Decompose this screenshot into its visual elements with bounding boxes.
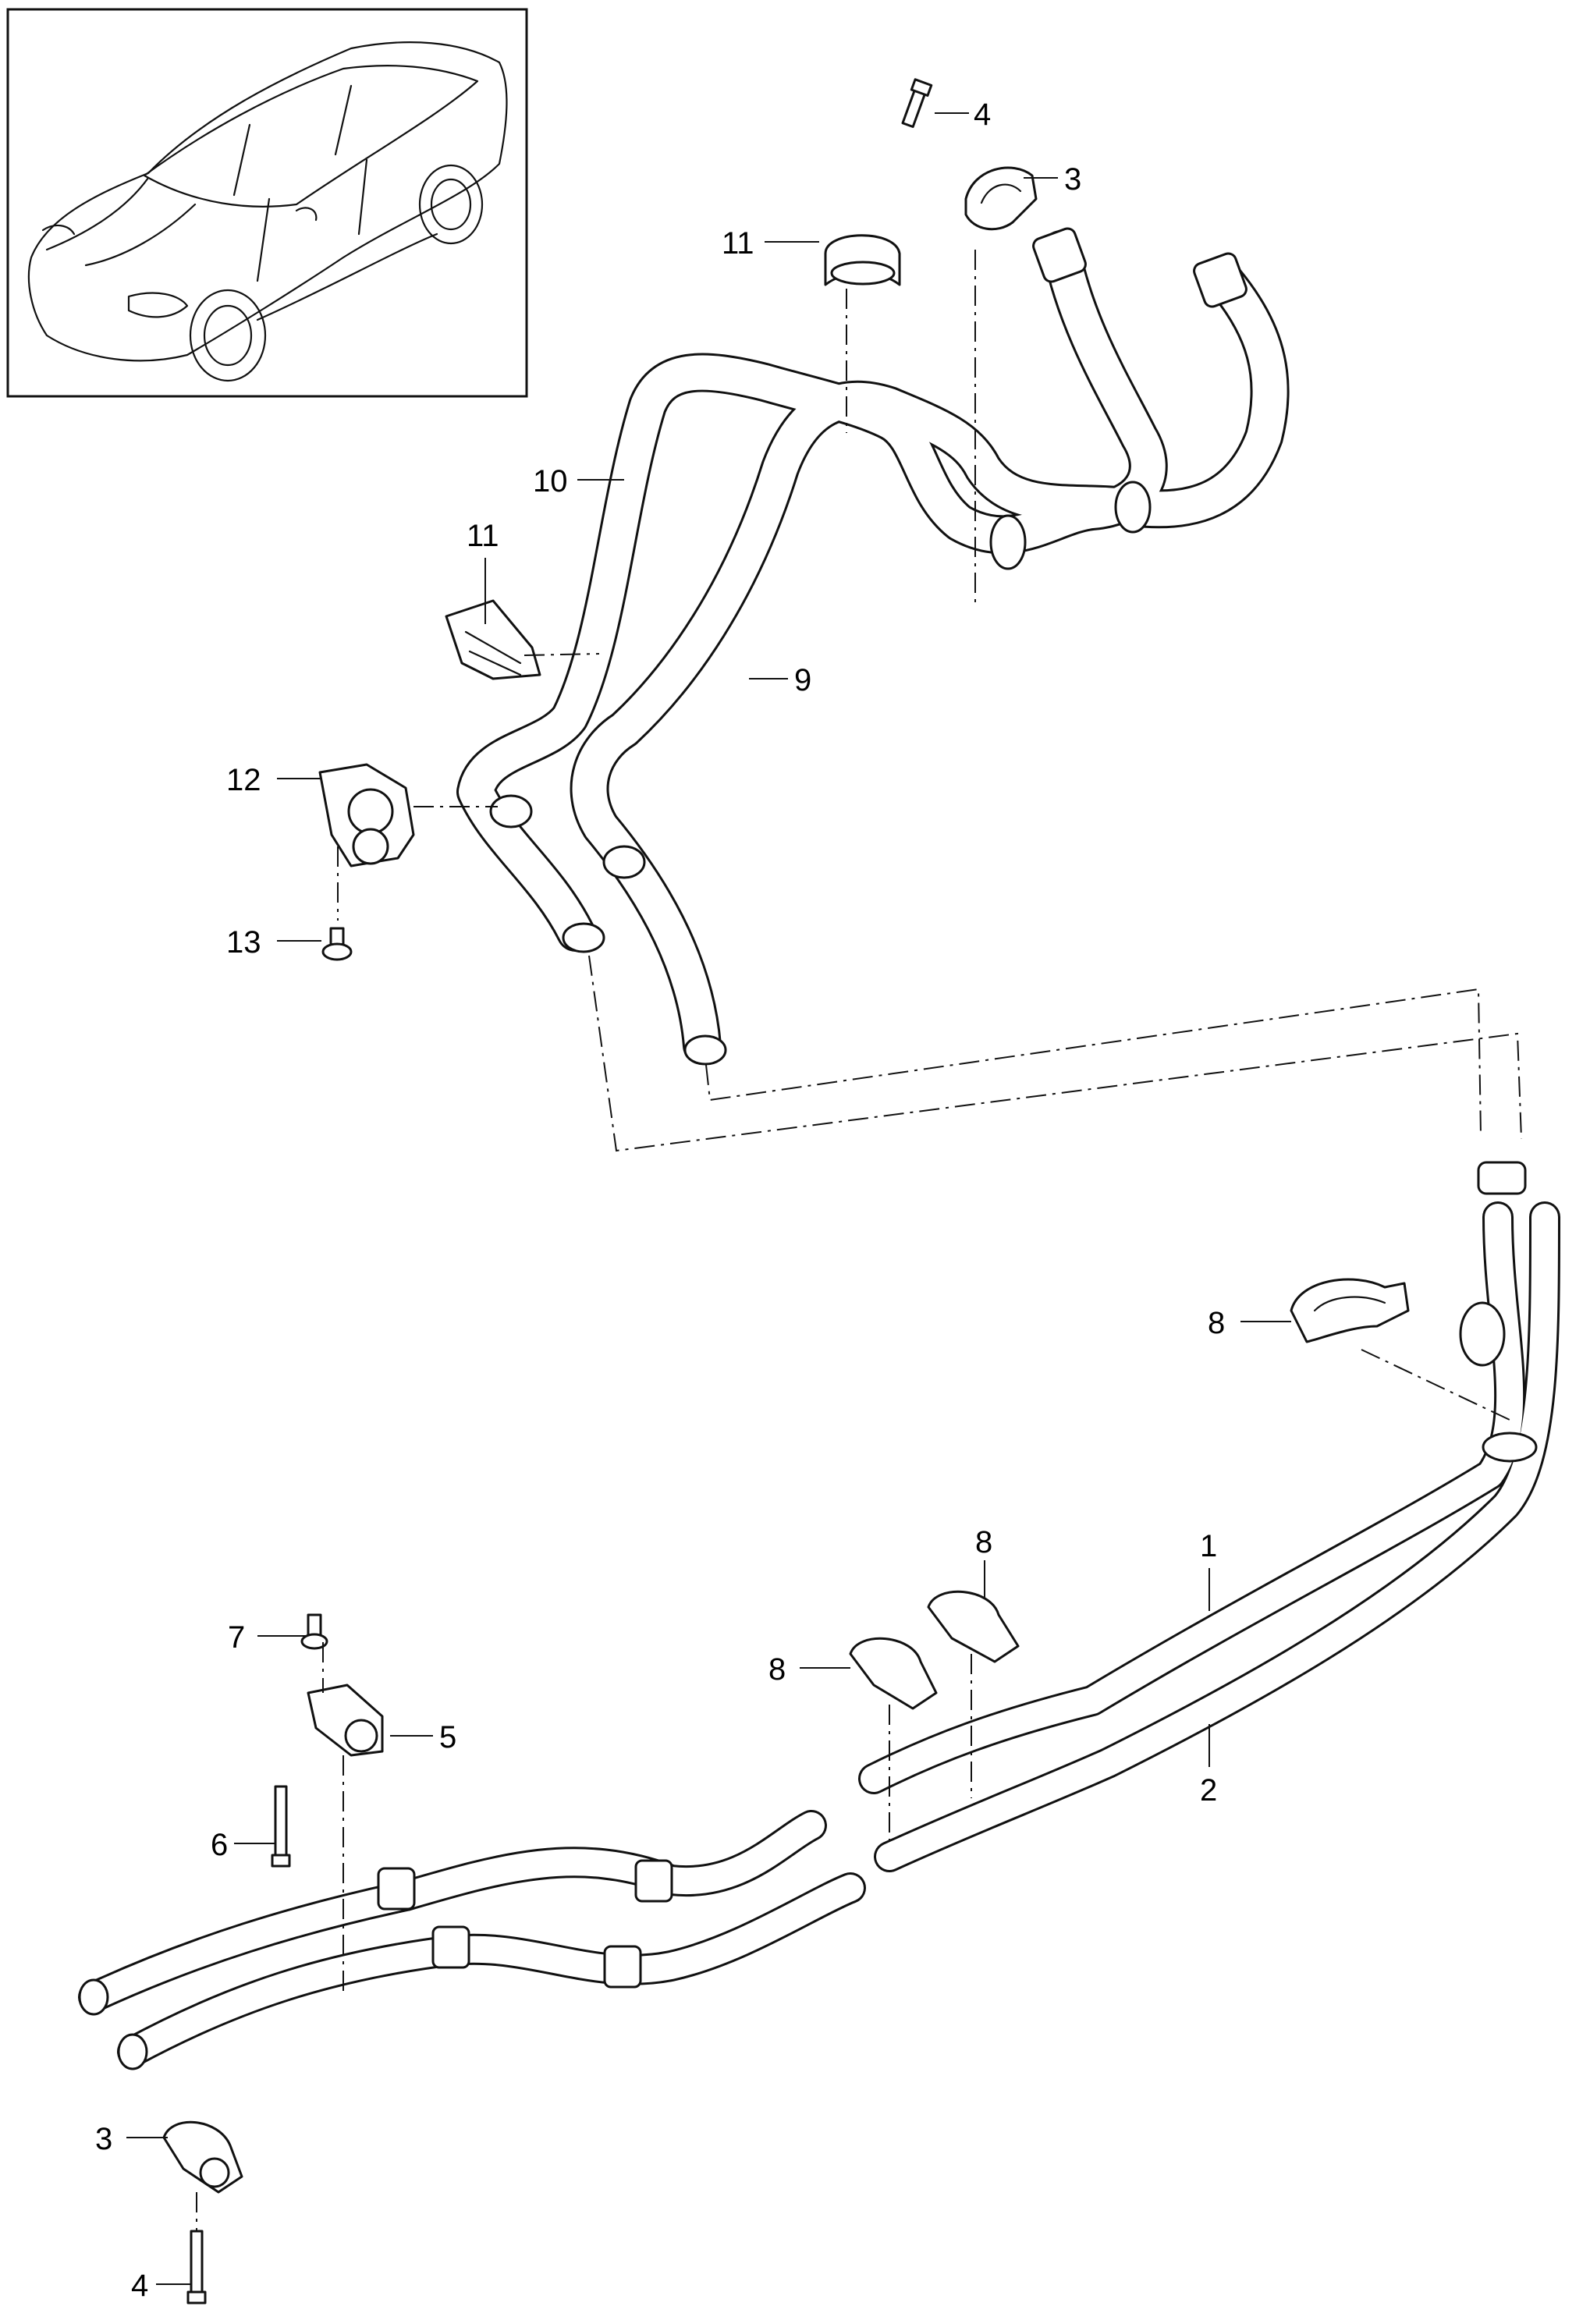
callout-5: 5 — [439, 1720, 456, 1755]
hose-clamp-icon — [1290, 1278, 1410, 1343]
callout-1: 1 — [1200, 1529, 1217, 1563]
bolt-icon — [300, 1613, 328, 1650]
hose-assembly-lower — [78, 1161, 1560, 2070]
callout-13: 13 — [226, 925, 261, 960]
hose-clamp-icon — [964, 166, 1038, 231]
car-outline-icon — [27, 41, 508, 382]
callout-9: 9 — [794, 663, 811, 697]
callout-6: 6 — [211, 1828, 228, 1862]
callout-12: 12 — [226, 763, 261, 797]
hose-10 — [456, 230, 1168, 952]
hose-fittings-upper — [489, 227, 1248, 1066]
callout-10: 10 — [533, 464, 568, 499]
hose-clamp-icon — [927, 1590, 1020, 1663]
hose-clamp-icon — [307, 1684, 384, 1757]
connection-loop-outer — [588, 955, 1522, 1152]
callout-8-right: 8 — [1208, 1306, 1225, 1340]
hose-fittings-lower — [78, 1161, 1538, 2070]
callouts: 4 3 11 10 11 9 12 13 8 1 2 8 8 — [95, 98, 1291, 2303]
bolt-icon — [901, 78, 933, 128]
hose-clamp-icon — [162, 2120, 243, 2194]
hose-clamp-icon — [445, 599, 541, 680]
callout-2: 2 — [1200, 1773, 1217, 1808]
hose-1-rear — [858, 1201, 1526, 1794]
callout-4-bottom: 4 — [131, 2269, 148, 2303]
callout-8-left-center: 8 — [768, 1652, 786, 1687]
callout-4-top: 4 — [974, 98, 991, 132]
callout-7: 7 — [228, 1620, 245, 1655]
bolt-icon — [186, 2230, 207, 2304]
assembly-lines — [196, 250, 1510, 2231]
callout-3-top: 3 — [1064, 162, 1081, 197]
callout-11-top: 11 — [722, 226, 754, 261]
hose-clamp-icon — [318, 763, 415, 868]
hose-clamp-icon — [849, 1637, 938, 1710]
callout-11-mid: 11 — [467, 519, 499, 553]
hose-clamp-icon — [824, 234, 901, 286]
bolt-icon — [271, 1785, 291, 1868]
vehicle-thumbnail — [6, 8, 528, 398]
hose-2 — [117, 1872, 866, 2067]
bolt-icon — [321, 927, 353, 961]
connection-loop-inner — [705, 988, 1482, 1136]
hose-assembly-upper — [456, 227, 1290, 1066]
callout-8-top-center: 8 — [975, 1525, 992, 1559]
callout-3-bottom: 3 — [95, 2122, 112, 2156]
